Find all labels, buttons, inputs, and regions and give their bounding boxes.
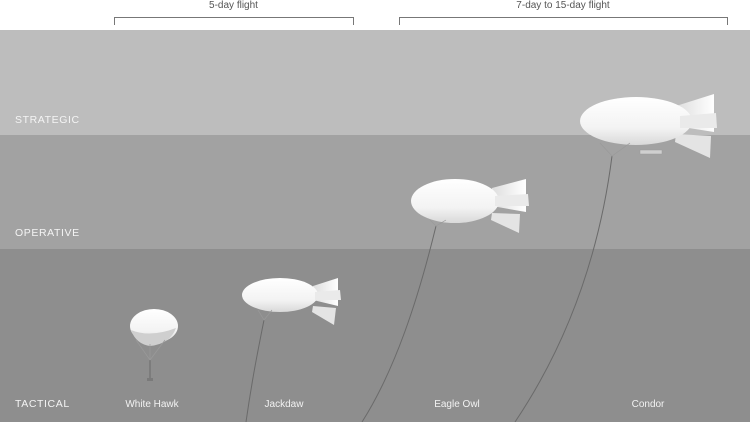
aerostat-name-eagle-owl: Eagle Owl xyxy=(434,399,480,410)
tether-jackdaw xyxy=(245,319,265,422)
tier-label-operative: OPERATIVE xyxy=(15,227,80,239)
range-label-5-day: 5-day flight xyxy=(209,0,258,11)
tether-condor xyxy=(514,155,613,422)
range-bracket-5-day xyxy=(114,17,354,25)
tactical-tier-band xyxy=(0,249,750,422)
tier-label-tactical: TACTICAL xyxy=(15,398,70,410)
aerostat-name-white-hawk: White Hawk xyxy=(125,399,179,410)
operative-tier-band xyxy=(0,135,750,249)
tier-label-strategic: STRATEGIC xyxy=(15,114,80,126)
range-bracket-7-to-15-day xyxy=(399,17,728,25)
condor-aerostat xyxy=(580,94,717,158)
jackdaw-aerostat xyxy=(242,278,341,325)
eagle-owl-aerostat xyxy=(411,179,529,233)
white-hawk-balloon xyxy=(130,309,178,381)
tether-eagle-owl xyxy=(361,225,437,422)
tether-lines xyxy=(149,155,613,422)
aerostat-name-condor: Condor xyxy=(631,399,665,410)
aerostat-name-jackdaw: Jackdaw xyxy=(264,399,304,410)
range-label-7-to-15-day: 7-day to 15-day flight xyxy=(516,0,610,11)
